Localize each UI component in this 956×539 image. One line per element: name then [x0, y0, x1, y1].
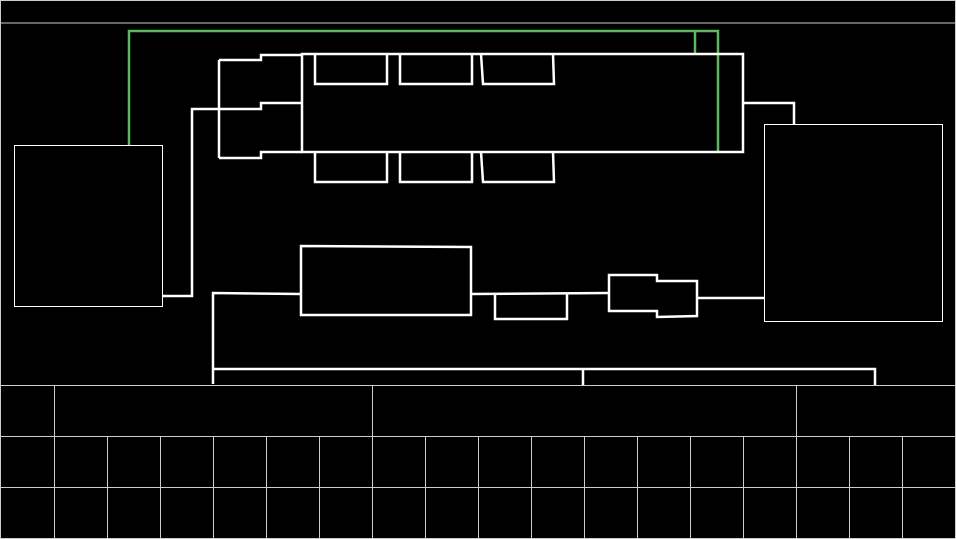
- lower-connector: [470, 291, 610, 296]
- data-table: [0, 385, 956, 539]
- bottom-sub-box-1: [313, 152, 389, 184]
- manifold-bottom-branch: [219, 150, 302, 160]
- bottom-sub-box-2: [398, 152, 474, 184]
- top-sub-box-1: [313, 54, 389, 86]
- left-unit-box: [14, 145, 163, 307]
- main-vessel: [300, 52, 745, 154]
- manifold-top-branch: [219, 53, 302, 62]
- bottom-sub-box-3: [479, 151, 556, 184]
- right-unit-box: [764, 124, 943, 322]
- feed-line: [163, 107, 219, 298]
- outlet-line: [743, 101, 796, 124]
- lower-vessel: [299, 244, 473, 317]
- manifold-mid-branch: [219, 101, 302, 111]
- top-sub-box-2: [398, 54, 474, 86]
- lower-feed-line: [211, 291, 302, 384]
- lower-sub-box: [493, 294, 569, 321]
- green-signal-line: [127, 29, 720, 152]
- return-header: [213, 367, 877, 385]
- process-lines: [163, 52, 877, 385]
- lower-small-unit: [607, 273, 699, 319]
- top-sub-box-3: [479, 53, 556, 86]
